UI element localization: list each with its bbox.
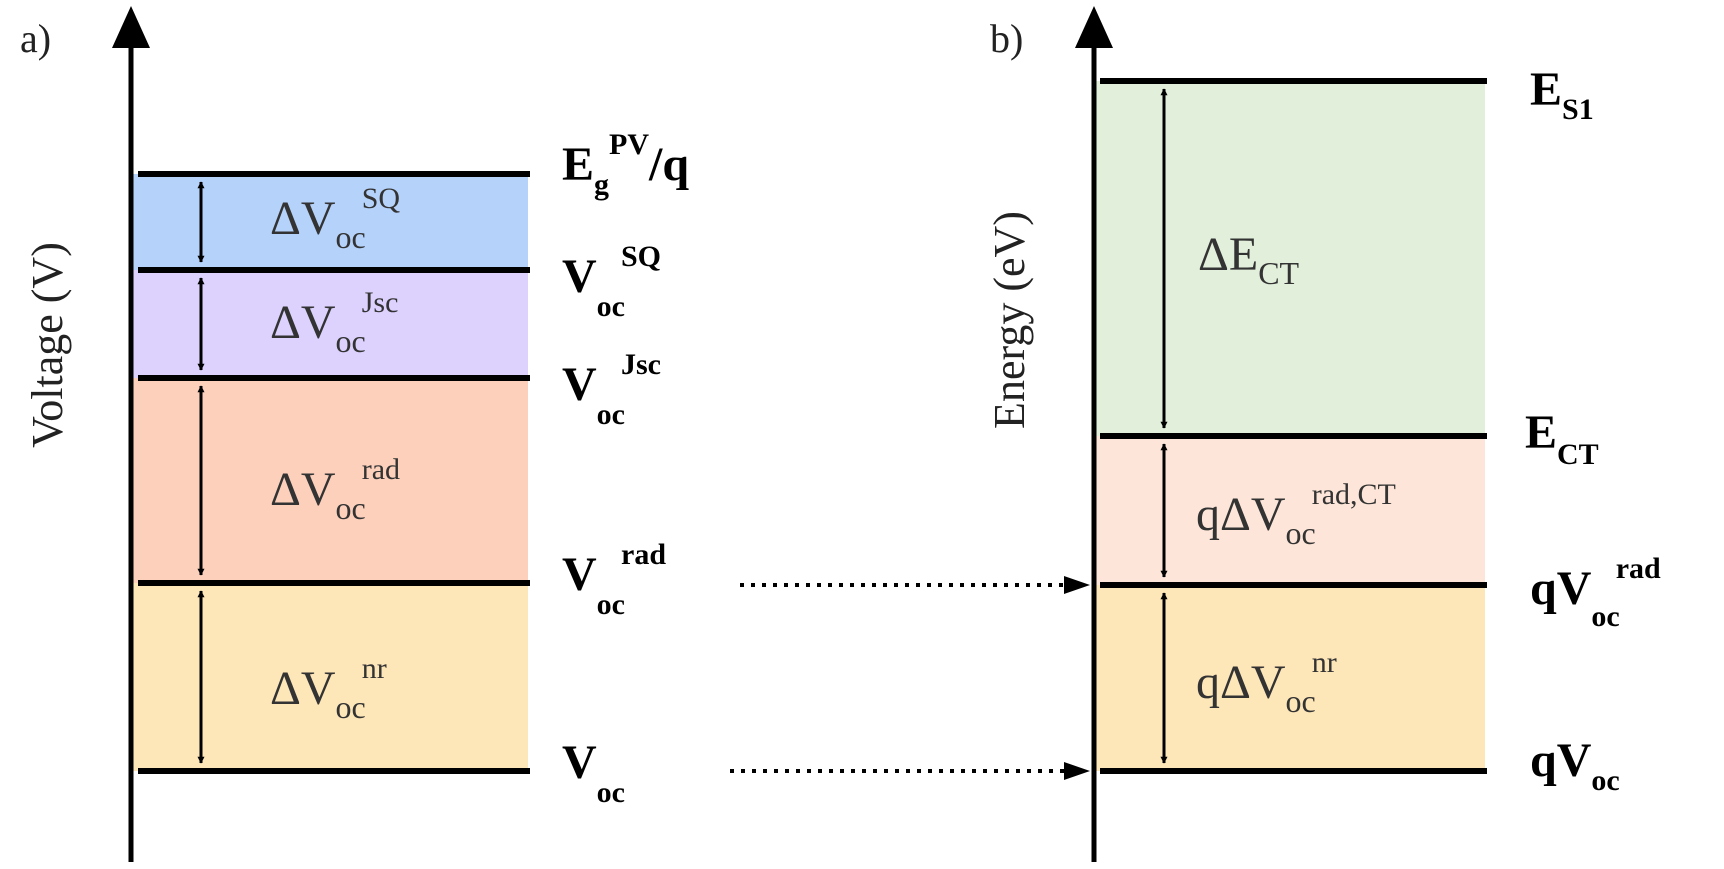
level-label-voc: Voc [562, 736, 625, 809]
energy-axis-label: Energy (eV) [985, 211, 1034, 429]
band-delta-ect [1095, 81, 1485, 436]
band-label-delta-voc-rad: ΔVocrad [270, 453, 400, 526]
band-delta-voc-nr [130, 583, 528, 771]
panel-a: a) Voltage (V) ΔVocSQ ΔVocJsc ΔVocrad ΔV… [20, 6, 689, 862]
band-label-q-delta-voc-nr: qΔVocnr [1196, 646, 1337, 719]
level-label-voc-jsc: VocJsc [562, 348, 661, 431]
band-delta-voc-sq [130, 174, 528, 270]
panel-b: b) Energy (eV) ΔECT qΔVocrad,CT qΔVocnr … [985, 6, 1661, 862]
band-q-delta-voc-rad-ct [1095, 436, 1485, 585]
band-label-delta-voc-nr: ΔVocnr [270, 652, 387, 725]
level-label-voc-sq: VocSQ [562, 240, 661, 323]
panel-b-label: b) [990, 16, 1023, 61]
level-label-voc-rad: Vocrad [562, 538, 666, 621]
level-label-ect: ECT [1525, 406, 1599, 471]
dotted-connector-voc-arrowhead [1064, 762, 1090, 780]
band-delta-voc-rad [130, 378, 528, 583]
band-label-delta-ect: ΔECT [1198, 228, 1300, 291]
level-label-qvoc-rad: qVocrad [1530, 552, 1661, 633]
panel-a-label: a) [20, 16, 51, 61]
band-label-delta-voc-sq: ΔVocSQ [270, 182, 400, 255]
band-label-delta-voc-jsc: ΔVocJsc [270, 286, 398, 359]
level-label-egpv: EgPV/q [562, 128, 689, 201]
dotted-connector-rad-arrowhead [1064, 576, 1090, 594]
band-delta-voc-jsc [130, 270, 528, 378]
band-q-delta-voc-nr [1095, 585, 1485, 771]
level-label-es1: ES1 [1530, 63, 1594, 126]
voltage-axis-label: Voltage (V) [23, 242, 72, 448]
band-label-q-delta-voc-rad-ct: qΔVocrad,CT [1196, 478, 1396, 551]
level-label-qvoc: qVoc [1530, 734, 1620, 797]
voltage-axis-arrowhead [112, 6, 150, 48]
energy-axis-arrowhead [1075, 6, 1113, 48]
